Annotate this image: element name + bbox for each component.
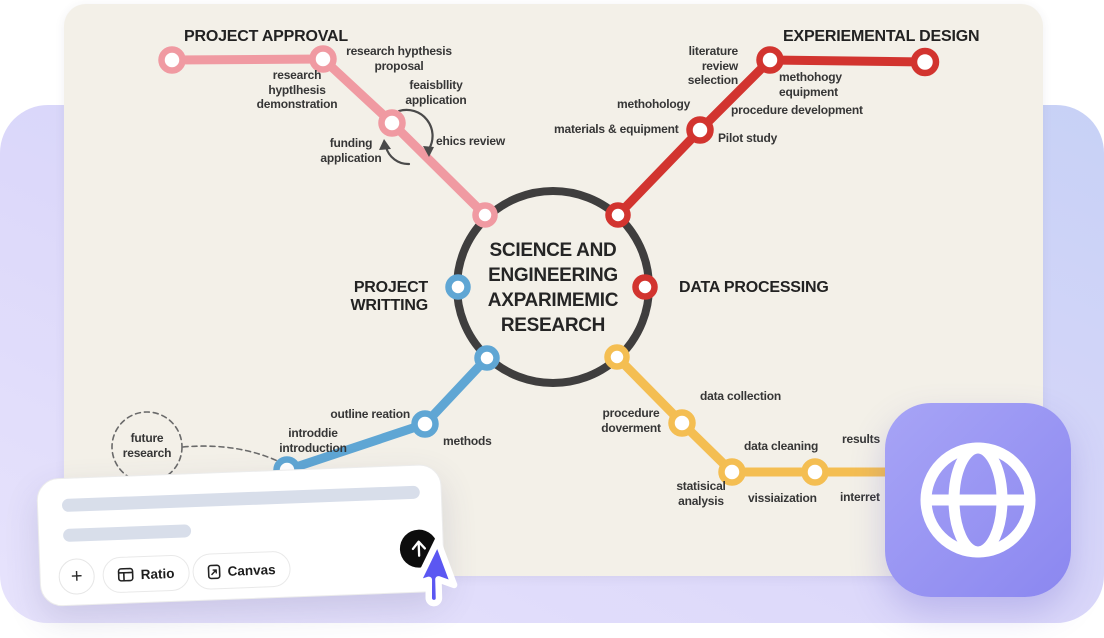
plus-icon: + (70, 564, 83, 588)
canvas-button-label: Canvas (227, 561, 276, 579)
ratio-button-label: Ratio (140, 565, 175, 582)
canvas-icon (207, 563, 221, 579)
ratio-icon (117, 567, 134, 582)
prompt-skeleton-line-1 (61, 485, 421, 513)
web-app-icon[interactable] (885, 403, 1071, 597)
prompt-skeleton-line-2 (62, 524, 192, 543)
ratio-button[interactable]: Ratio (101, 554, 191, 594)
arrow-up-icon (411, 540, 427, 557)
send-button[interactable] (399, 528, 439, 569)
mouse-cursor (413, 537, 458, 607)
globe-icon (920, 442, 1036, 558)
prompt-card[interactable]: + Ratio Canvas (36, 463, 446, 607)
canvas-button[interactable]: Canvas (191, 550, 292, 591)
add-button[interactable]: + (58, 557, 96, 596)
